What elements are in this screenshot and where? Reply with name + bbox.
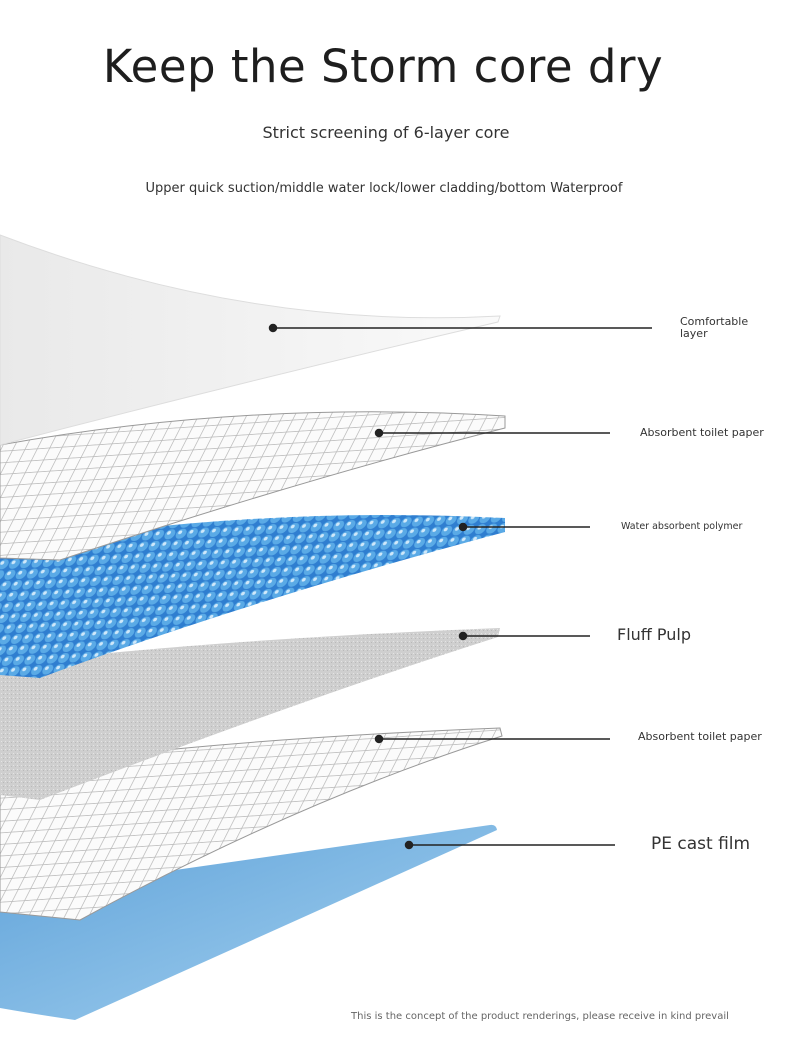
subtitle: Strict screening of 6-layer core	[262, 123, 510, 142]
label-absorbent-paper-1: Absorbent toilet paper	[640, 426, 764, 439]
label-pe-film: PE cast film	[651, 834, 751, 854]
label-comfortable-layer: Comfortable layer	[680, 315, 749, 341]
label-fluff-pulp: Fluff Pulp	[617, 625, 692, 644]
layer-fluff-pulp	[0, 628, 500, 800]
layer-pe-film	[0, 824, 497, 1020]
label-polymer: Water absorbent polymer	[621, 521, 743, 532]
disclaimer: This is the concept of the product rende…	[351, 1011, 729, 1022]
layer-absorbent-paper-1	[0, 411, 506, 561]
layers-summary: Upper quick suction/middle water lock/lo…	[145, 181, 623, 196]
layer-polymer	[0, 514, 505, 678]
layer-comfortable	[0, 234, 501, 446]
page-title: Keep the Storm core dry	[102, 40, 664, 93]
label-absorbent-paper-2: Absorbent toilet paper	[638, 730, 762, 743]
